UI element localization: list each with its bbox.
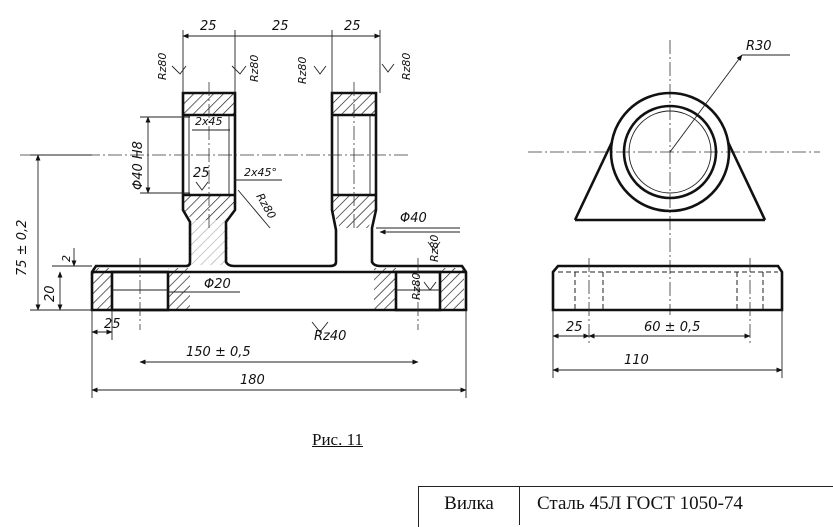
roughness-right2-label: Rz80 xyxy=(410,273,423,300)
phi40-label: Φ40 xyxy=(400,211,427,226)
roughness-marks-top: Rz80 Rz80 Rz80 Rz80 xyxy=(156,53,413,84)
roughness-label: Rz80 xyxy=(156,53,169,80)
dimension-bottom: 25 150 ± 0,5 180 xyxy=(91,310,467,398)
inner-25-label: 25 xyxy=(193,166,210,181)
title-block-part-name: Вилка xyxy=(419,487,520,525)
dim-top-25-right: 25 xyxy=(344,19,361,34)
chamfer-mid-label: 2x45° xyxy=(244,166,277,179)
bore-diameter-label: Φ40 H8 xyxy=(131,141,146,190)
dim-left-25-label: 25 xyxy=(104,317,121,332)
figure-caption: Рис. 11 xyxy=(312,430,363,449)
roughness-right-label: Rz80 xyxy=(428,235,441,262)
dimension-heights-left: 75 ± 0,2 20 2 xyxy=(15,154,92,311)
dimension-phi40: Φ40 Rz80 Rz80 xyxy=(376,211,460,300)
height-total-label: 75 ± 0,2 xyxy=(15,220,30,276)
dim-top-25-mid: 25 xyxy=(272,19,289,34)
title-block-material: Сталь 45Л ГОСТ 1050-74 xyxy=(537,493,743,514)
section-hatching xyxy=(92,93,464,310)
phi20-label: Φ20 xyxy=(204,277,231,292)
roughness-label: Rz80 xyxy=(400,53,413,80)
side-dim-110-label: 110 xyxy=(624,353,649,368)
dim-top-25-left: 25 xyxy=(200,19,217,34)
dimension-top-chain: 25 25 25 xyxy=(182,19,381,93)
front-view: 25 25 25 Rz80 Rz80 Rz80 Rz80 Φ40 H8 2x45… xyxy=(15,19,468,398)
roughness-label: Rz80 xyxy=(248,55,261,82)
radius-label: R30 xyxy=(746,39,772,54)
height-step-label: 2 xyxy=(60,255,73,262)
side-view: R30 25 60 ± 0,5 110 xyxy=(528,39,820,378)
dim-180-label: 180 xyxy=(240,373,265,388)
height-base-label: 20 xyxy=(43,285,58,302)
chamfer-top-label: 2x45 xyxy=(195,115,223,128)
bore-roughness-label: Rz80 xyxy=(253,191,278,221)
side-dim-60-label: 60 ± 0,5 xyxy=(644,320,700,335)
side-dim-25-label: 25 xyxy=(566,320,583,335)
title-block: Вилка Сталь 45Л ГОСТ 1050-74 xyxy=(418,486,833,527)
roughness-bottom-label: Rz40 xyxy=(314,329,346,344)
dim-150-label: 150 ± 0,5 xyxy=(186,345,251,360)
roughness-label: Rz80 xyxy=(296,57,309,84)
dimension-bore: Φ40 H8 xyxy=(131,116,190,194)
